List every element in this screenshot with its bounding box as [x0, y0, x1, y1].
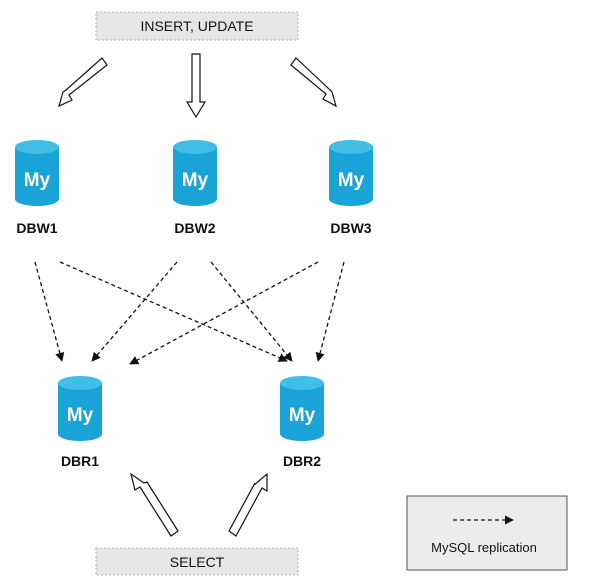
db-label-dbr1: DBR1	[61, 453, 99, 469]
write-arrow-dbw1	[58, 57, 108, 108]
replication-arrow-dbw2-dbr2	[210, 261, 293, 362]
insert-update-label: INSERT, UPDATE	[140, 18, 253, 34]
legend: MySQL replication	[406, 495, 568, 571]
select-label: SELECT	[170, 554, 225, 570]
replication-arrow-dbw3-dbr2	[315, 261, 345, 362]
select-box: SELECT	[95, 547, 299, 576]
insert-update-box: INSERT, UPDATE	[95, 11, 299, 41]
read-arrow-dbr1	[130, 472, 179, 537]
replication-arrow-dbw2-dbr1	[91, 261, 178, 362]
db-label-dbr2: DBR2	[283, 453, 321, 469]
mysql-logo: My	[182, 170, 209, 191]
db-node-dbr1: My	[58, 376, 102, 441]
mysql-logo: My	[67, 405, 94, 426]
db-label-dbw3: DBW3	[330, 220, 371, 236]
read-arrow-dbr2	[228, 472, 268, 537]
replication-arrow-dbw3-dbr1	[129, 261, 319, 365]
mysql-logo: My	[338, 170, 365, 191]
replication-arrow-dbw1-dbr2	[59, 261, 288, 362]
legend-label: MySQL replication	[431, 540, 537, 555]
write-arrow-dbw2	[185, 53, 207, 119]
db-label-dbw1: DBW1	[16, 220, 57, 236]
db-node-dbr2: My	[280, 376, 324, 441]
write-arrow-dbw3	[290, 57, 337, 108]
mysql-logo: My	[24, 170, 51, 191]
db-label-dbw2: DBW2	[174, 220, 215, 236]
read-arrows	[130, 472, 268, 537]
replication-arrows	[34, 261, 345, 365]
db-node-dbw3: My	[329, 140, 373, 206]
replication-arrow-dbw1-dbr1	[34, 261, 65, 362]
mysql-logo: My	[289, 405, 316, 426]
db-node-dbw1: My	[15, 140, 59, 206]
db-node-dbw2: My	[173, 140, 217, 206]
write-arrows	[58, 53, 337, 119]
